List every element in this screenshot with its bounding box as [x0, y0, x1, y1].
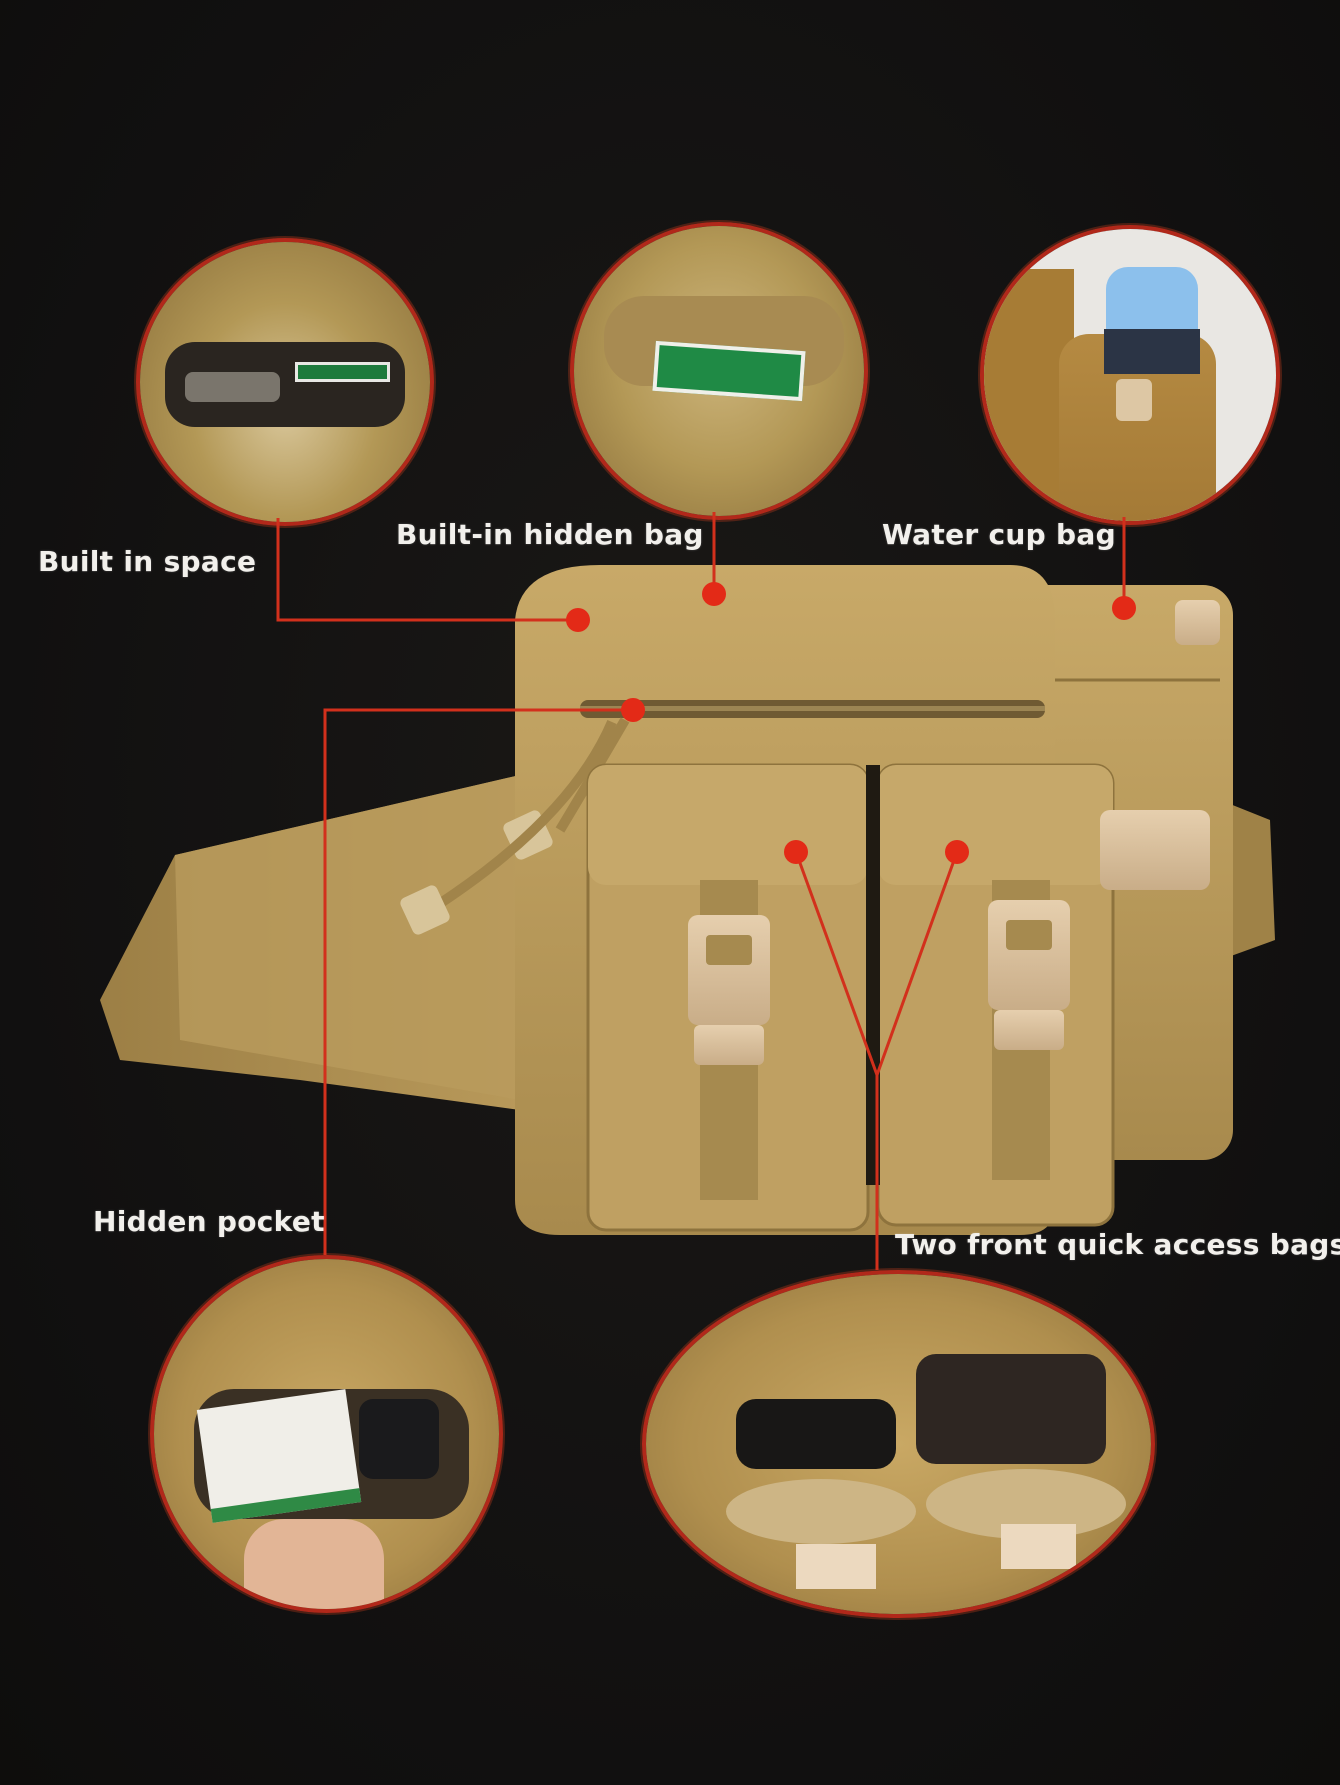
- label-water-cup-bag: Water cup bag: [882, 518, 1116, 551]
- label-two-front-quick-access-bags: Two front quick access bags: [895, 1228, 1340, 1261]
- inset-two-front-quick-access-bags: [642, 1270, 1155, 1618]
- label-built-in-space: Built in space: [38, 545, 257, 578]
- inset-water-cup-bag: [980, 225, 1280, 525]
- inset-hidden-pocket: [150, 1255, 503, 1613]
- label-built-in-hidden-bag: Built-in hidden bag: [396, 518, 704, 551]
- inset-built-in-hidden-bag: [570, 222, 868, 520]
- inset-built-in-space: [136, 238, 434, 526]
- label-hidden-pocket: Hidden pocket: [93, 1205, 325, 1238]
